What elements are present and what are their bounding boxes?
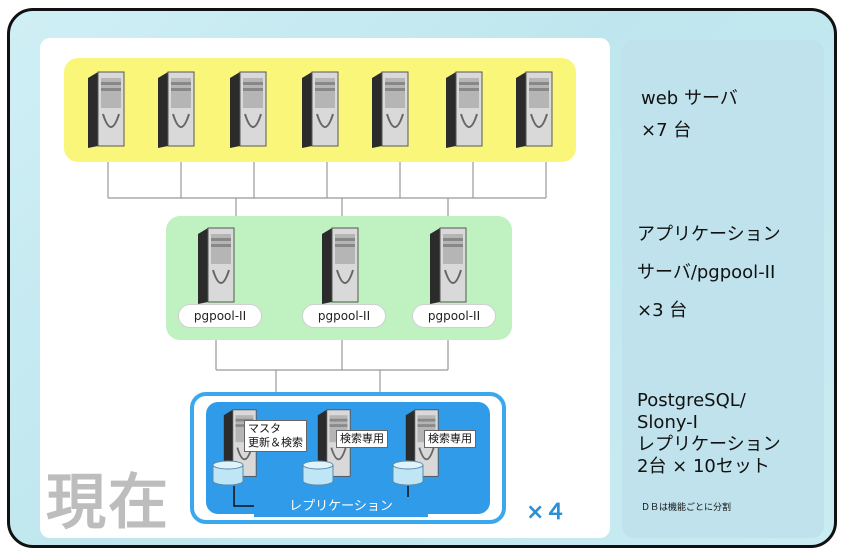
master-tag: マスタ 更新＆検索 (244, 420, 307, 452)
web-server-icon (228, 70, 268, 150)
search-only-tag: 検索専用 (424, 430, 476, 448)
db-multiplier: ×４ (526, 500, 567, 525)
description-panel (622, 40, 824, 538)
database-icon (302, 460, 334, 486)
pgpool-label: pgpool-II (302, 304, 386, 328)
app-desc-line3: ×3 台 (637, 300, 688, 321)
db-desc-line3: レプリケーション (637, 434, 781, 455)
app-desc-line1: アプリケーション (637, 224, 781, 245)
app-server-icon (320, 226, 360, 306)
db-desc-line1: PostgreSQL/ (637, 390, 746, 411)
pgpool-label: pgpool-II (178, 304, 262, 328)
replication-label: レプリケーション (254, 497, 428, 517)
current-watermark: 現在 (46, 468, 170, 538)
app-server-icon (196, 226, 236, 306)
search-only-tag: 検索専用 (336, 430, 388, 448)
web-server-icon (86, 70, 126, 150)
web-desc-line1: web サーバ (641, 88, 738, 109)
db-desc-line4: 2台 × 10セット (637, 456, 770, 477)
db-desc-note: ＤＢは機能ごとに分割 (641, 503, 732, 513)
web-server-icon (156, 70, 196, 150)
database-icon (392, 460, 424, 486)
app-server-icon (428, 226, 468, 306)
pgpool-label: pgpool-II (412, 304, 496, 328)
web-server-icon (514, 70, 554, 150)
db-desc-line2: Slony-I (637, 412, 698, 433)
web-server-icon (370, 70, 410, 150)
database-icon (212, 460, 244, 486)
web-desc-line2: ×7 台 (641, 120, 692, 141)
app-desc-line2: サーバ/pgpool-II (637, 262, 776, 283)
web-server-icon (444, 70, 484, 150)
web-server-icon (300, 70, 340, 150)
